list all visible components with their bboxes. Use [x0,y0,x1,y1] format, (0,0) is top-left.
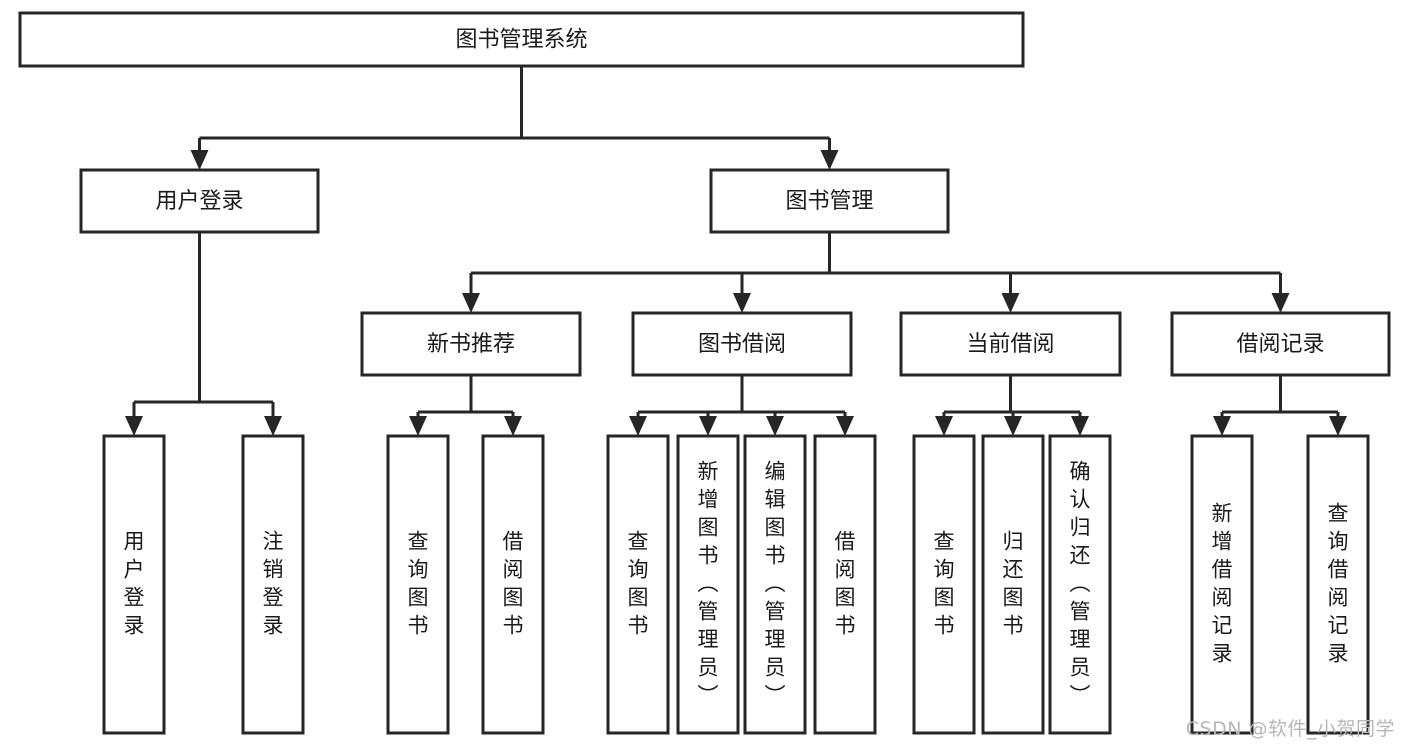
node-label-leaf-query-record: 查询借阅记录 [1328,502,1349,666]
node-leaf-edit-book[interactable]: 编辑图书︵管理员︶ [743,434,807,735]
node-label-leaf-borrow-book-2: 借阅图书 [835,530,856,638]
node-box-leaf-borrow-book-2 [813,434,877,735]
node-leaf-confirm-return[interactable]: 确认归还︵管理员︶ [1048,434,1112,735]
node-label-leaf-return-book: 归还图书 [1003,530,1024,638]
node-box-leaf-add-book [676,434,740,735]
node-book-borrow[interactable]: 图书借阅 [631,311,853,377]
connector-arrowhead [1271,293,1290,313]
node-leaf-logout[interactable]: 注销登录 [241,434,305,735]
connector-arrowhead [125,416,143,436]
node-leaf-user-login[interactable]: 用户登录 [102,434,166,735]
connector-arrowhead [1001,293,1020,313]
node-box-book-manage [709,168,950,234]
node-box-leaf-borrow-book-1 [481,434,545,735]
node-label-leaf-query-book-1: 查询图书 [408,530,429,638]
node-leaf-query-book-3[interactable]: 查询图书 [912,434,976,735]
node-box-current-borrow [899,311,1122,377]
node-box-leaf-logout [241,434,305,735]
node-box-leaf-add-record [1190,434,1254,735]
node-current-borrow[interactable]: 当前借阅 [899,311,1122,377]
node-label-leaf-edit-book: 编辑图书︵管理员︶ [765,460,786,708]
node-label-book-manage: 图书管理 [785,189,873,214]
node-box-leaf-confirm-return [1048,434,1112,735]
node-box-leaf-query-book-2 [606,434,670,735]
connector-arrowhead [462,293,480,313]
node-label-user-login: 用户登录 [155,189,243,214]
node-label-book-borrow: 图书借阅 [698,332,786,357]
node-leaf-add-book[interactable]: 新增图书︵管理员︶ [676,434,740,735]
node-label-leaf-logout: 注销登录 [263,530,284,638]
connector-arrowhead [836,416,854,436]
node-label-leaf-confirm-return: 确认归还︵管理员︶ [1070,460,1091,708]
connector-arrowhead [820,150,839,170]
connector-arrowhead [699,416,717,436]
node-box-leaf-query-book-3 [912,434,976,735]
node-box-leaf-query-book-1 [386,434,450,735]
node-layer: 图书管理系统用户登录图书管理新书推荐图书借阅当前借阅借阅记录用户登录注销登录查询… [18,11,1391,735]
node-user-login[interactable]: 用户登录 [79,168,320,234]
connector-arrowhead [1329,416,1347,436]
connector-arrowhead [935,416,953,436]
connector-arrowhead [629,416,647,436]
node-box-user-login [79,168,320,234]
node-new-book-recommend[interactable]: 新书推荐 [360,311,582,377]
node-box-root [18,11,1025,68]
connector-arrowhead [264,416,282,436]
connector-arrowhead [766,416,784,436]
connector-arrowhead [1071,416,1089,436]
node-box-leaf-edit-book [743,434,807,735]
node-label-leaf-borrow-book-1: 借阅图书 [503,530,524,638]
connector-arrowhead [409,416,427,436]
node-box-new-book-recommend [360,311,582,377]
node-borrow-record[interactable]: 借阅记录 [1170,311,1391,377]
node-leaf-query-record[interactable]: 查询借阅记录 [1306,434,1370,735]
node-label-leaf-user-login: 用户登录 [124,530,145,638]
node-box-book-borrow [631,311,853,377]
node-box-borrow-record [1170,311,1391,377]
node-box-leaf-user-login [102,434,166,735]
node-leaf-borrow-book-1[interactable]: 借阅图书 [481,434,545,735]
connector-arrowhead [190,150,209,170]
connector-arrowhead [1004,416,1022,436]
node-leaf-return-book[interactable]: 归还图书 [981,434,1045,735]
node-label-current-borrow: 当前借阅 [966,332,1054,357]
node-label-root: 图书管理系统 [455,28,587,53]
node-label-borrow-record: 借阅记录 [1236,332,1324,357]
node-label-leaf-query-book-2: 查询图书 [628,530,649,638]
node-root[interactable]: 图书管理系统 [18,11,1025,68]
node-leaf-query-book-2[interactable]: 查询图书 [606,434,670,735]
node-label-leaf-add-book: 新增图书︵管理员︶ [698,460,719,708]
node-box-leaf-query-record [1306,434,1370,735]
connector-layer [125,66,1347,436]
node-label-leaf-query-book-3: 查询图书 [934,530,955,638]
node-label-new-book-recommend: 新书推荐 [427,332,515,357]
node-book-manage[interactable]: 图书管理 [709,168,950,234]
node-box-leaf-return-book [981,434,1045,735]
node-leaf-add-record[interactable]: 新增借阅记录 [1190,434,1254,735]
connector-arrowhead [733,293,751,313]
node-label-leaf-add-record: 新增借阅记录 [1212,502,1233,666]
node-leaf-borrow-book-2[interactable]: 借阅图书 [813,434,877,735]
node-leaf-query-book-1[interactable]: 查询图书 [386,434,450,735]
connector-arrowhead [504,416,522,436]
connector-arrowhead [1213,416,1231,436]
